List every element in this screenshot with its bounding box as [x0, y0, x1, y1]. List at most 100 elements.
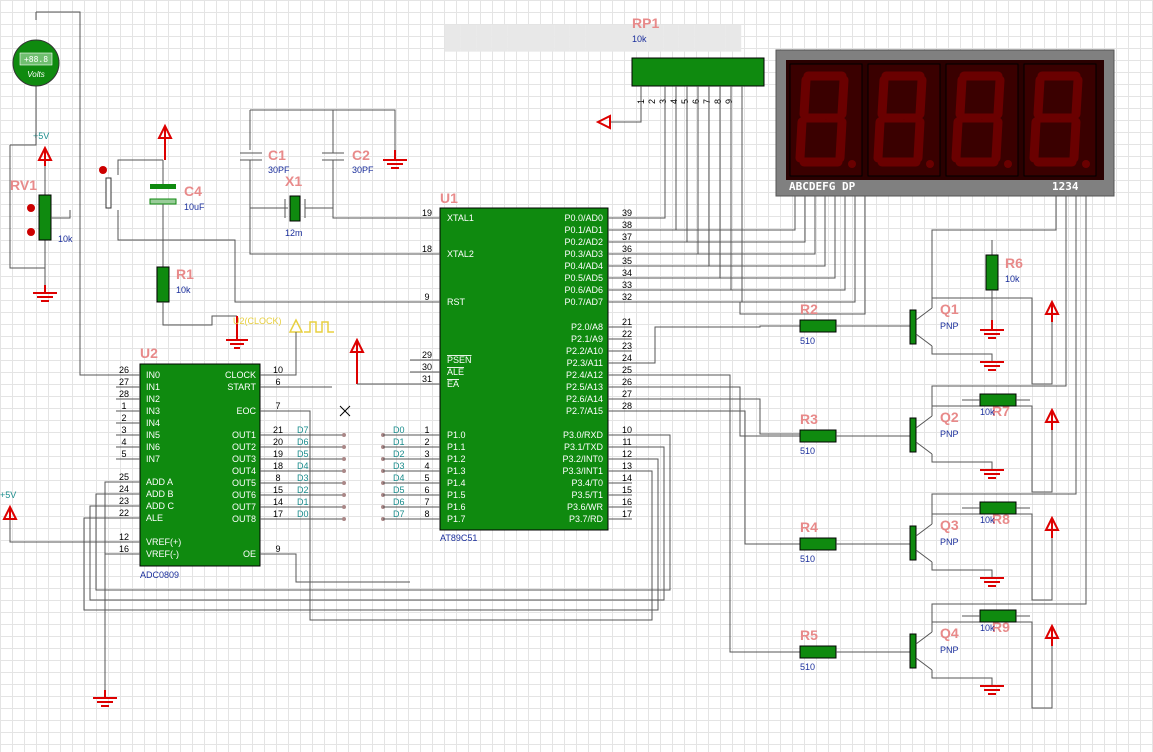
- bus-junction: [342, 433, 346, 437]
- c2-ref: C2: [352, 147, 370, 163]
- u2-out-net-label: D6: [297, 437, 309, 447]
- transistor-type: PNP: [940, 321, 959, 331]
- u2-pin-number: 23: [119, 496, 129, 506]
- u2-pin-name: OUT1: [232, 430, 256, 440]
- voltmeter[interactable]: +88.8 Volts: [12, 11, 120, 376]
- ground-r1: [226, 316, 248, 349]
- u1-pin-name: P3.3/INT1: [562, 466, 603, 476]
- u2-out-net-label: D7: [297, 425, 309, 435]
- u1-pin-number: 12: [622, 449, 632, 459]
- u1-part: AT89C51: [440, 533, 477, 543]
- u2-pin-number: 26: [119, 365, 129, 375]
- base-resistor[interactable]: [799, 429, 837, 443]
- u1-pin-number: 28: [622, 401, 632, 411]
- u2-pin-name: IN5: [146, 430, 160, 440]
- u2-pin-name: OUT6: [232, 490, 256, 500]
- base-resistor[interactable]: [799, 319, 837, 333]
- u1-p1-net-label: D0: [393, 425, 405, 435]
- base-resistor[interactable]: [799, 537, 837, 551]
- u2-out-net-label: D5: [297, 449, 309, 459]
- u1-pin-name: P0.6/AD6: [564, 285, 603, 295]
- ea-supply-arrow: [349, 337, 410, 385]
- u2-pin-number: 7: [275, 401, 280, 411]
- clock-source-label: U2(CLOCK): [233, 316, 282, 326]
- base-resistor-value: 510: [800, 336, 815, 346]
- u1-p1-net-label: D7: [393, 509, 405, 519]
- seven-segment-display[interactable]: 8.8.8.8. ABCDEFG DP 1234: [775, 49, 1115, 197]
- clock-source[interactable]: U2(CLOCK): [233, 316, 334, 376]
- u1-pin-number: 6: [424, 485, 429, 495]
- u1-p1-net-label: D6: [393, 497, 405, 507]
- u2-pin-number: 14: [273, 497, 283, 507]
- u2-pin-name: OUT5: [232, 478, 256, 488]
- bus-junction: [342, 445, 346, 449]
- base-resistor-ref: R2: [800, 301, 818, 317]
- display-digit: 8.: [867, 63, 941, 177]
- r1-resistor[interactable]: R1 10k: [156, 240, 237, 326]
- u1-pin-number: 26: [622, 377, 632, 387]
- u1-pin-number: 18: [422, 244, 432, 254]
- base-resistor-value: 510: [800, 554, 815, 564]
- u1-pin-number: 36: [622, 244, 632, 254]
- u2-pin-number: 24: [119, 484, 129, 494]
- u2-pin-number: 4: [121, 437, 126, 447]
- c4-capacitor[interactable]: C4 10uF: [149, 160, 205, 240]
- u1-pin-number: 3: [424, 449, 429, 459]
- u1-pin-name: P1.7: [447, 514, 466, 524]
- u2-part: ADC0809: [140, 570, 179, 580]
- rp1-pin-number: 6: [691, 99, 701, 104]
- u2-pin-number: 9: [275, 544, 280, 554]
- u1-pin-name: P3.7/RD: [569, 514, 604, 524]
- u1-pin-name: EA: [447, 379, 459, 389]
- rp1-pin-number: 7: [702, 99, 712, 104]
- u2-pin-name: IN4: [146, 418, 160, 428]
- u1-pin-number: 33: [622, 280, 632, 290]
- c2-value: 30PF: [352, 165, 374, 175]
- reset-switch[interactable]: [99, 159, 440, 303]
- r1-value: 10k: [176, 285, 191, 295]
- rv1-potentiometer[interactable]: +5V RV1 10k: [9, 96, 73, 285]
- base-resistor-value: 510: [800, 662, 815, 672]
- u1-ref: U1: [440, 190, 458, 206]
- r6-resistor[interactable]: R6 10k: [985, 240, 1023, 320]
- u2-out-net-label: D4: [297, 461, 309, 471]
- u1-pin-number: 30: [422, 362, 432, 372]
- u2-pin-number: 8: [275, 473, 280, 483]
- crystal-network[interactable]: C1 30PF C2 30PF X1 12m: [240, 109, 440, 255]
- bus-junction: [342, 457, 346, 461]
- u2-right-pins: 10CLOCK6START7EOC21OUT120OUT219OUT318OUT…: [225, 365, 346, 559]
- u1-pin-name: P0.2/AD2: [564, 237, 603, 247]
- u1-pin-name: P2.3/A11: [567, 358, 603, 368]
- u2-pin-number: 2: [121, 413, 126, 423]
- u1-pin-name: P3.4/T0: [571, 478, 603, 488]
- pullup-value: 10k: [980, 407, 995, 417]
- x1-value: 12m: [285, 228, 303, 238]
- u1-pin-number: 8: [424, 509, 429, 519]
- u2-pin-name: IN2: [146, 394, 160, 404]
- rp1-pin-number: 8: [713, 99, 723, 104]
- u2-pin-number: 21: [273, 425, 283, 435]
- u1-pin-number: 9: [424, 292, 429, 302]
- u1-pin-number: 29: [422, 350, 432, 360]
- u2-pin-number: 12: [119, 532, 129, 542]
- u2-pin-name: IN1: [146, 382, 160, 392]
- u1-pin-name: P1.0: [447, 430, 466, 440]
- base-resistor[interactable]: [799, 645, 837, 659]
- u2-pin-number: 6: [275, 377, 280, 387]
- u2-pin-name: EOC: [236, 406, 256, 416]
- u1-pin-number: 21: [622, 317, 632, 327]
- c1-value: 30PF: [268, 165, 290, 175]
- u2-pin-name: ADD A: [146, 477, 173, 487]
- port0-bus-wiring: [632, 86, 866, 315]
- u1-pin-number: 16: [622, 497, 632, 507]
- transistor-ref: Q1: [940, 301, 959, 317]
- adc-control-wiring: [83, 386, 671, 621]
